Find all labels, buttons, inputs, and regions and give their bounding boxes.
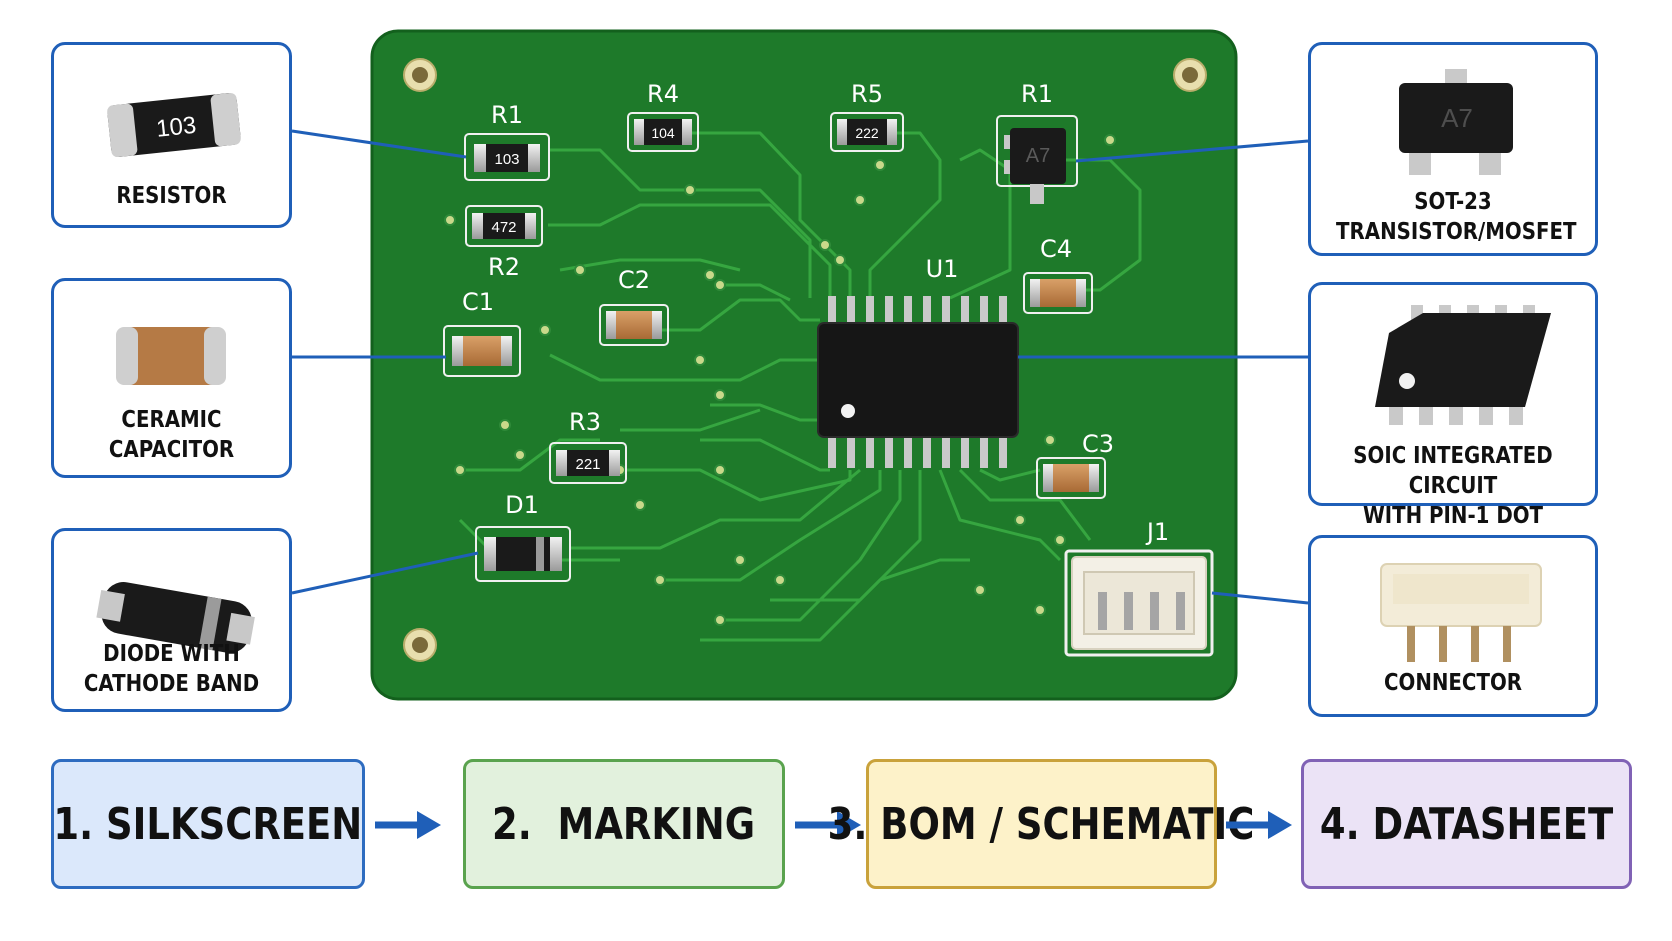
callout-connector: CONNECTOR [1308, 535, 1598, 717]
arrow-2 [795, 811, 861, 839]
step-marking-label: 2. MARKING [492, 798, 756, 850]
callout-capacitor-title: CERAMIC CAPACITOR [108, 407, 235, 463]
c2-label: C2 [618, 266, 650, 294]
pin1-dot [841, 404, 855, 418]
step-marking: 2. MARKING [463, 759, 785, 889]
component-c3: C3 [1036, 430, 1114, 499]
callout-diode-title: DIODE WITH CATHODE BAND [83, 641, 260, 697]
connector-illustration [1380, 563, 1542, 662]
resistor-illustration: 103 [107, 92, 241, 158]
component-j1: J1 [1064, 518, 1214, 657]
callout-capacitor: CERAMIC CAPACITOR [51, 278, 292, 478]
soic-illustration [1375, 305, 1551, 425]
u1-label: U1 [926, 255, 959, 283]
callout-soic-title: SOIC INTEGRATED CIRCUIT WITH PIN-1 DOT [1353, 443, 1553, 529]
arrow-3 [1226, 811, 1292, 839]
step-datasheet: 4. DATASHEET [1301, 759, 1632, 889]
callout-transistor-title: SOT-23 TRANSISTOR/MOSFET [1336, 189, 1577, 245]
step-bom-schematic: 3. BOM / SCHEMATIC [828, 759, 1255, 889]
component-r1-left: 103 R1 [464, 101, 550, 181]
q1-label: R1 [1021, 80, 1053, 108]
step-silkscreen-label: 1. SILKSCREEN [53, 798, 363, 850]
callout-diode: DIODE WITH CATHODE BAND [51, 528, 292, 712]
step-silkscreen: 1. SILKSCREEN [51, 759, 365, 889]
r4-label: R4 [647, 80, 679, 108]
c3-label: C3 [1082, 430, 1114, 458]
component-d1: D1 [475, 491, 571, 582]
component-r4: 104 R4 [627, 80, 699, 152]
board-substrate [370, 29, 1238, 701]
step-datasheet-label: 4. DATASHEET [1319, 798, 1614, 850]
c4-label: C4 [1040, 235, 1072, 263]
r5-label: R5 [851, 80, 883, 108]
r3-label: R3 [569, 408, 601, 436]
r2-label: R2 [488, 253, 520, 281]
r3-marking: 221 [575, 456, 600, 473]
transistor-marking: A7 [1441, 103, 1473, 133]
component-q1-sot23: A7 R1 [996, 80, 1078, 204]
r5-marking: 222 [855, 125, 879, 141]
r1-left-marking: 103 [494, 151, 519, 168]
component-c2: C2 [599, 266, 669, 346]
d1-label: D1 [505, 491, 539, 519]
r1-left-label: R1 [491, 101, 523, 129]
transistor-illustration: A7 [1399, 69, 1513, 175]
c1-label: C1 [462, 288, 494, 316]
r2-marking: 472 [491, 219, 516, 236]
leader-lines [291, 129, 1309, 605]
component-u1-soic: U1 [817, 255, 1019, 468]
r4-marking: 104 [651, 125, 675, 141]
component-c4: C4 [1023, 235, 1093, 314]
callout-soic: SOIC INTEGRATED CIRCUIT WITH PIN-1 DOT [1308, 282, 1598, 529]
soic-pin1-dot [1399, 373, 1415, 389]
capacitor-illustration [116, 327, 226, 385]
diode-illustration [96, 582, 255, 653]
callout-resistor-title: RESISTOR [116, 183, 227, 209]
component-r5: 222 R5 [830, 80, 904, 152]
q1-marking: A7 [1026, 145, 1050, 167]
component-r3: 221 R3 [549, 408, 627, 484]
step-bom-schematic-label: 3. BOM / SCHEMATIC [828, 798, 1255, 850]
callout-resistor: 103 RESISTOR [51, 42, 292, 228]
component-c1: C1 [443, 288, 521, 377]
callout-transistor: A7 SOT-23 TRANSISTOR/MOSFET [1308, 42, 1598, 256]
pcb-traces [458, 131, 1142, 642]
j1-label: J1 [1145, 518, 1169, 546]
resistor-marking: 103 [155, 112, 198, 143]
arrow-1 [375, 811, 441, 839]
component-r2: 472 R2 [465, 205, 543, 281]
callout-connector-title: CONNECTOR [1383, 670, 1523, 696]
